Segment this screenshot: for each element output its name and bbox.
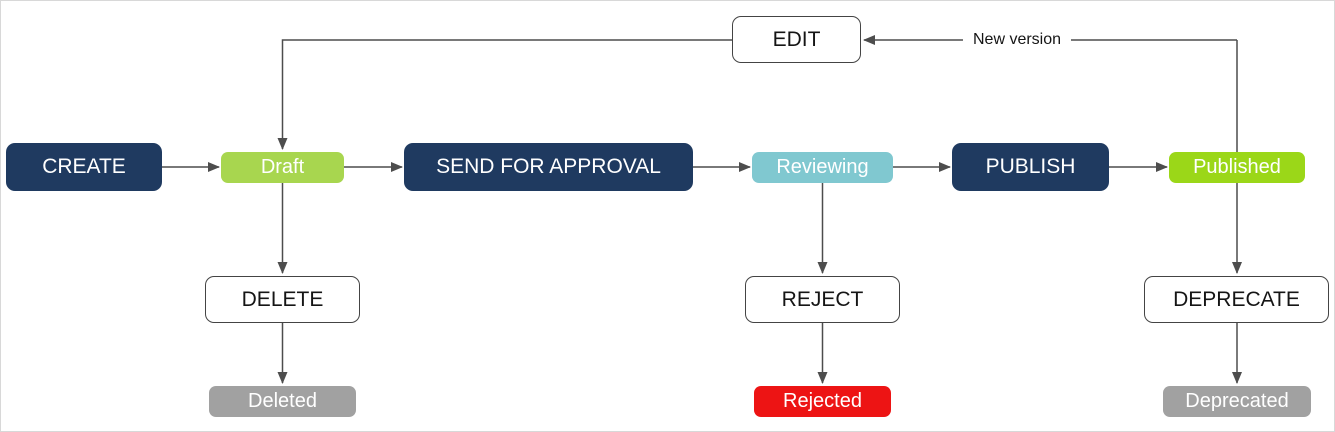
node-draft: Draft	[221, 152, 344, 183]
node-send-for-approval: SEND FOR APPROVAL	[404, 143, 693, 191]
node-published: Published	[1169, 152, 1305, 183]
edge-edit-draft	[277, 39, 732, 150]
node-deprecate: DEPRECATE	[1144, 276, 1329, 323]
node-reviewing: Reviewing	[752, 152, 893, 183]
node-rejected: Rejected	[754, 386, 891, 417]
node-deleted: Deleted	[209, 386, 356, 417]
node-delete: DELETE	[205, 276, 360, 323]
node-create: CREATE	[6, 143, 162, 191]
edge-label-new-version: New version	[962, 29, 1072, 51]
node-deprecated: Deprecated	[1163, 386, 1311, 417]
node-edit: EDIT	[732, 16, 861, 63]
node-reject: REJECT	[745, 276, 900, 323]
node-publish: PUBLISH	[952, 143, 1109, 191]
